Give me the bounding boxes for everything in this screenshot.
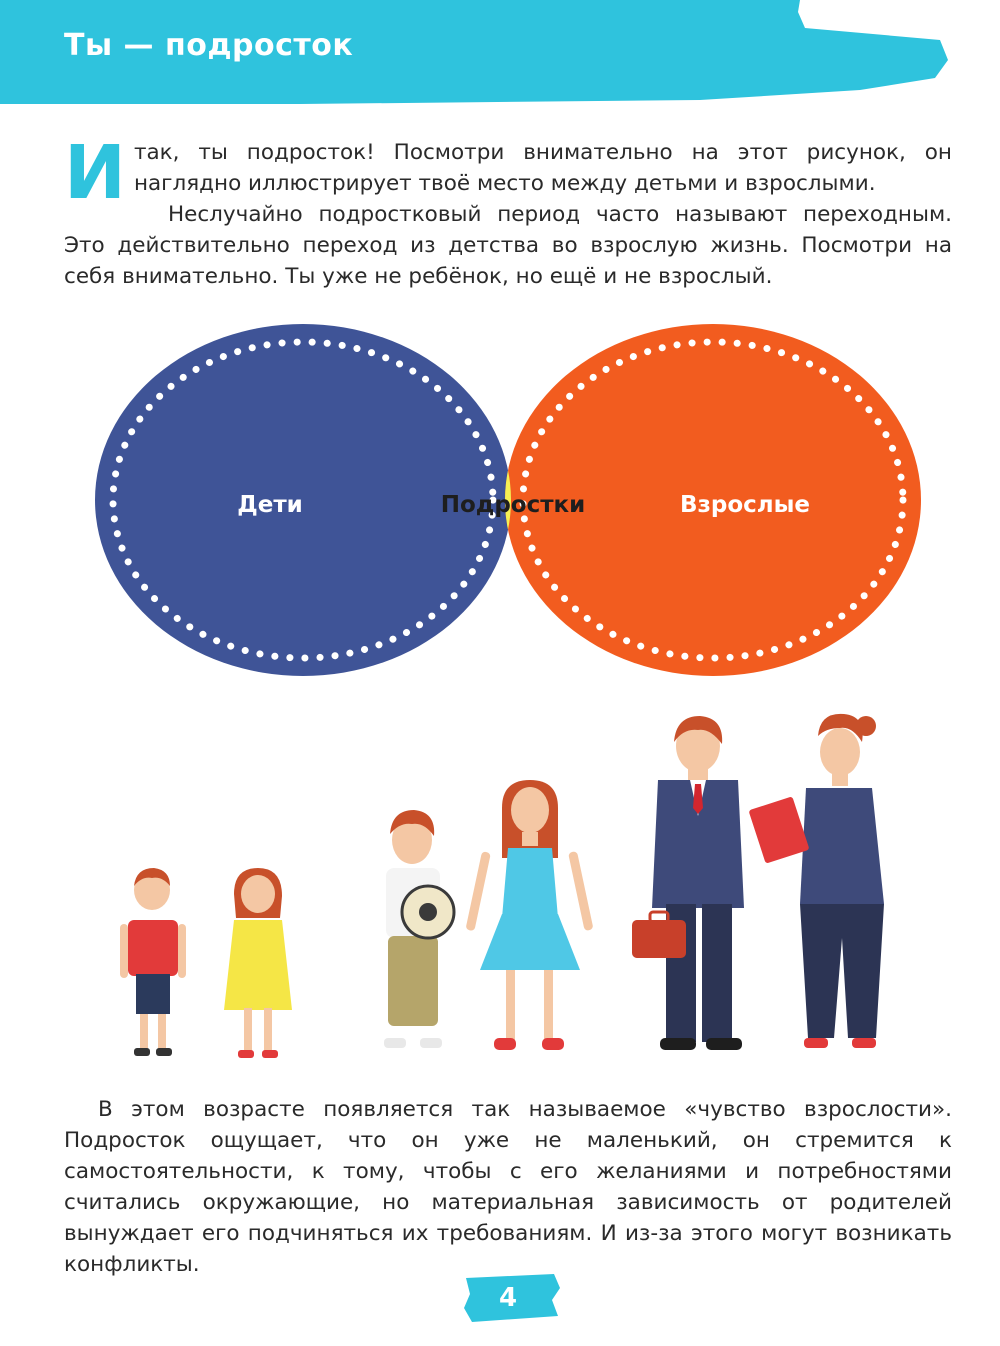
adult-woman-figure: [749, 713, 884, 1048]
venn-adults-dots: [519, 338, 907, 662]
girl-child-figure: [224, 868, 292, 1058]
page-title: Ты — подросток: [64, 28, 354, 63]
venn-children-dots: [109, 338, 497, 662]
header-banner: Ты — подросток: [0, 0, 1000, 110]
page-number-badge: 4: [462, 1270, 562, 1330]
banner-brush-shape: [0, 0, 948, 104]
venn-adults-ellipse: [505, 324, 921, 676]
adult-man-figure: [632, 716, 744, 1050]
page-number: 4: [498, 1283, 518, 1313]
people-illustration: [120, 713, 884, 1058]
venn-diagram: Дети Подростки Взрослые: [95, 324, 921, 676]
venn-children-ellipse: [95, 324, 511, 676]
venn-label-teens: Подростки: [441, 492, 586, 518]
teen-boy-figure: [384, 810, 456, 1048]
drop-cap: И: [64, 130, 126, 216]
venn-label-children: Дети: [237, 492, 303, 518]
intro-paragraph-1: так, ты подросток! Посмотри внимательно …: [133, 140, 952, 196]
page-badge-brush: [464, 1274, 560, 1322]
venn-label-adults: Взрослые: [680, 492, 810, 518]
teen-girl-figure: [466, 780, 593, 1050]
intro-paragraph-2: Неслучайно подростковый период часто наз…: [64, 202, 952, 289]
body-paragraph: В этом возрасте появляется так называемо…: [64, 1097, 952, 1277]
boy-child-figure: [120, 868, 186, 1056]
